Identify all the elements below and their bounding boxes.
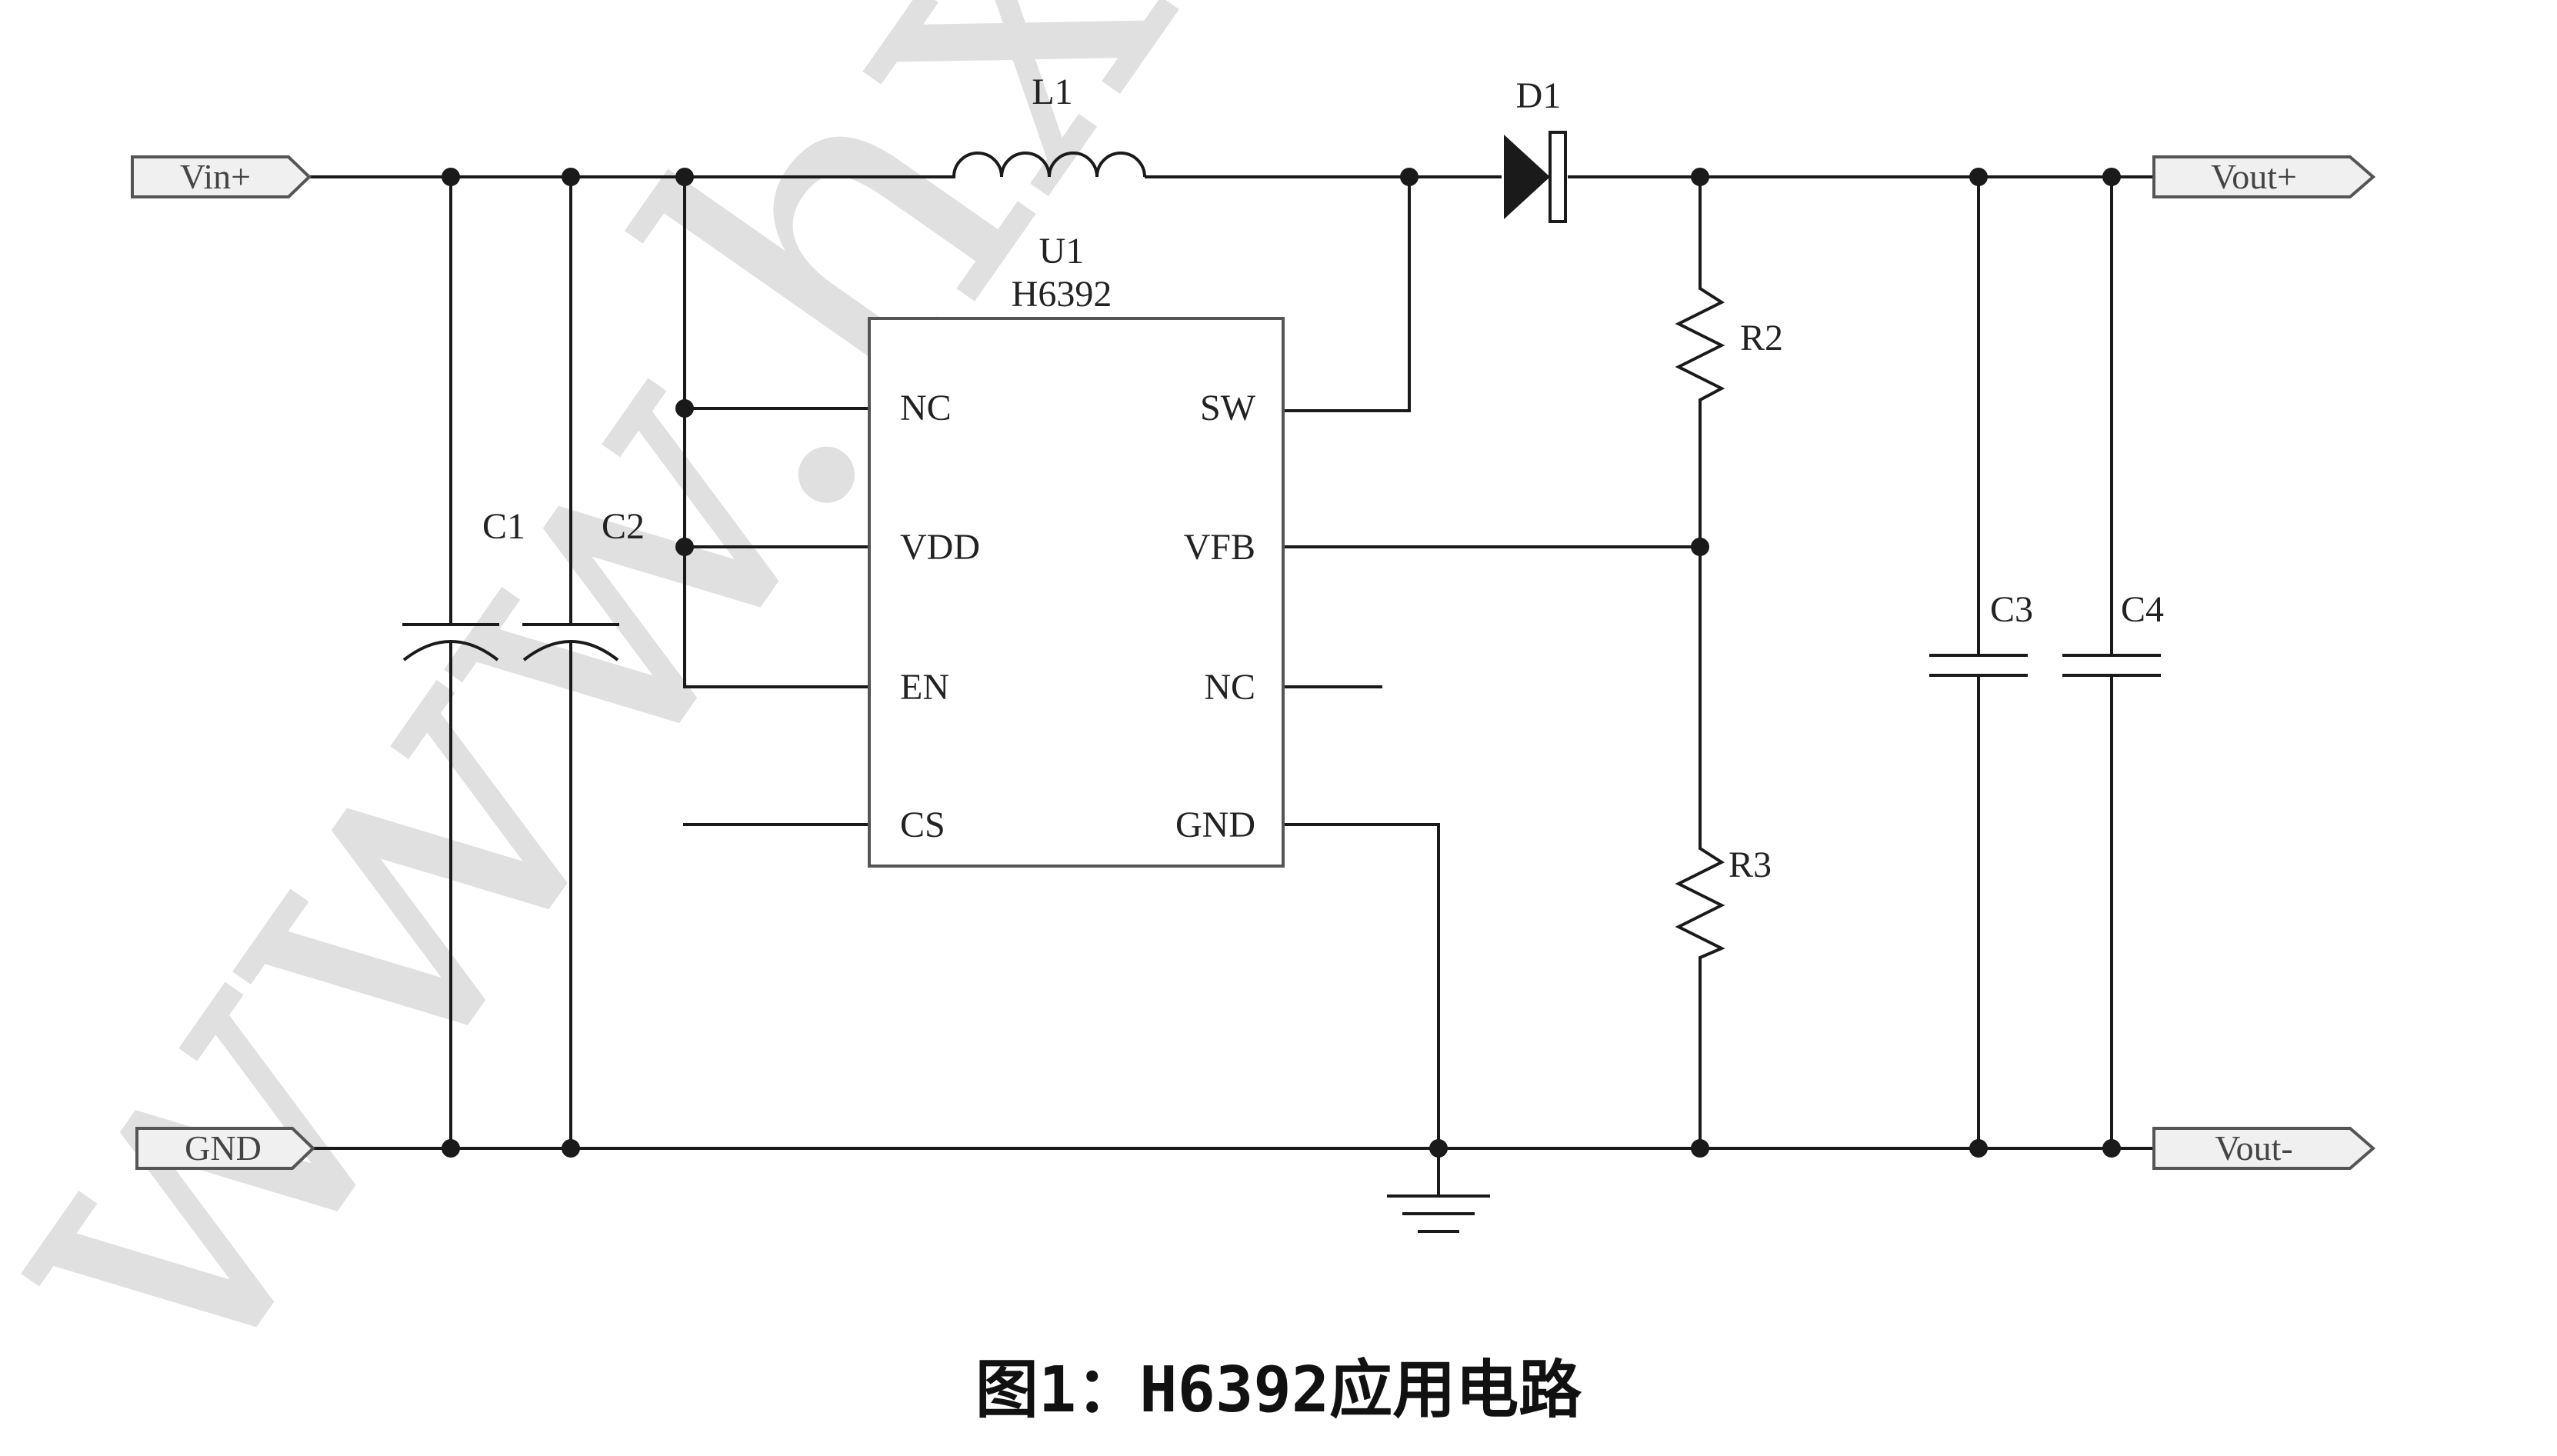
port-gnd-label: GND xyxy=(185,1128,262,1168)
resistor-r3: R3 xyxy=(1675,838,1772,961)
r2-label: R2 xyxy=(1740,318,1783,358)
ic-u1: U1 H6392 NC VDD EN CS SW VFB NC GND xyxy=(868,231,1285,868)
inductor-label: L1 xyxy=(1032,72,1072,112)
ic-part-label: H6392 xyxy=(1012,274,1112,315)
pin-gnd: GND xyxy=(1175,805,1255,845)
r3-label: R3 xyxy=(1729,845,1772,885)
inductor-l1: L1 xyxy=(952,72,1146,178)
ic-ref-label: U1 xyxy=(1039,231,1085,272)
pin-sw: SW xyxy=(1200,388,1256,428)
pin-en: EN xyxy=(900,667,949,708)
c4-label: C4 xyxy=(2121,589,2164,630)
capacitor-c2: C2 xyxy=(522,506,645,661)
port-gnd: GND xyxy=(135,1127,315,1170)
diode-d1: D1 xyxy=(1504,75,1567,223)
c2-label: C2 xyxy=(602,506,645,547)
port-vout-pos-label: Vout+ xyxy=(2211,157,2297,196)
pin-cs: CS xyxy=(900,805,945,845)
port-vout-pos: Vout+ xyxy=(2152,155,2376,198)
pin-nc-right: NC xyxy=(1204,667,1255,708)
c1-label: C1 xyxy=(482,506,525,547)
watermark: www.hxc-i xyxy=(0,0,1567,1456)
junctions xyxy=(442,168,2121,1158)
pin-vdd: VDD xyxy=(900,527,980,568)
wires xyxy=(306,175,2155,1233)
port-vout-neg: Vout- xyxy=(2152,1127,2376,1170)
capacitor-c4: C4 xyxy=(2062,589,2164,677)
port-vout-neg-label: Vout- xyxy=(2215,1128,2292,1168)
capacitor-c1: C1 xyxy=(402,506,525,661)
figure-caption: 图1：H6392应用电路 xyxy=(975,1354,1582,1427)
pin-vfb: VFB xyxy=(1184,527,1255,568)
c3-label: C3 xyxy=(1990,589,2033,630)
resistor-r2: R2 xyxy=(1675,277,1783,408)
pin-nc-left: NC xyxy=(900,388,952,428)
diode-label: D1 xyxy=(1516,75,1562,116)
port-vin-label: Vin+ xyxy=(180,157,251,196)
capacitor-c3: C3 xyxy=(1929,589,2033,677)
port-vin: Vin+ xyxy=(131,155,312,198)
